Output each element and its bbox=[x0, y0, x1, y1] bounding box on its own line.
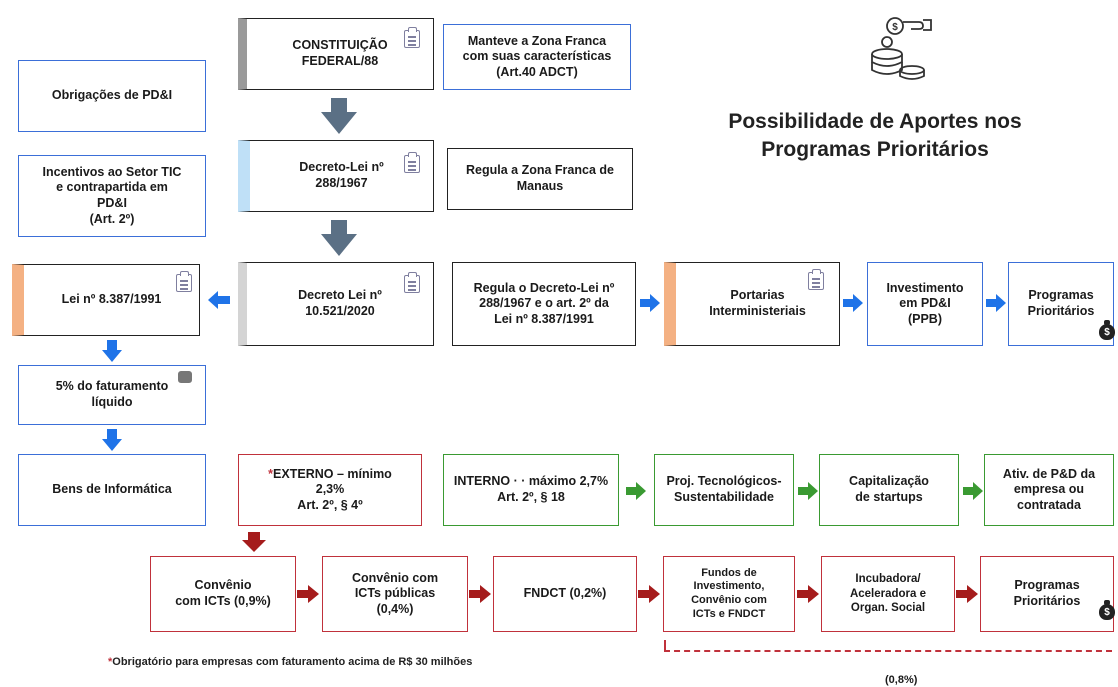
document-icon bbox=[808, 269, 824, 290]
externo-star: * bbox=[268, 466, 274, 481]
document-icon bbox=[404, 27, 420, 48]
constituicao-box: CONSTITUIÇÃO FEDERAL/88 bbox=[238, 18, 434, 90]
right-arrow bbox=[956, 585, 978, 603]
bracket-label: (0,8%) bbox=[885, 674, 918, 686]
convenio-publicas-box: Convênio com ICTs públicas (0,4%) bbox=[322, 556, 468, 632]
incentivos-box: Incentivos ao Setor TIC e contrapartida … bbox=[18, 155, 206, 237]
externo-box: *EXTERNO – mínimo 2,3% Art. 2º, § 4º bbox=[238, 454, 422, 526]
fundos-box: Fundos de Investimento, Convênio com ICT… bbox=[663, 556, 795, 632]
down-arrow bbox=[102, 429, 122, 451]
footnote: *Obrigatório para empresas com faturamen… bbox=[108, 656, 473, 668]
interno-box: INTERNO · · máximo 2,7% Art. 2º, § 18 bbox=[443, 454, 619, 526]
document-icon bbox=[404, 152, 420, 173]
left-arrow bbox=[208, 291, 230, 309]
right-arrow bbox=[843, 294, 863, 312]
right-arrow bbox=[640, 294, 660, 312]
decreto-box: Decreto Lei nº 10.521/2020 bbox=[238, 262, 434, 346]
incubadora-box: Incubadora/ Aceleradora e Organ. Social bbox=[821, 556, 955, 632]
page-title: Possibilidade de Aportes nos Programas P… bbox=[705, 108, 1045, 165]
decreto-lei-box: Decreto-Lei nº 288/1967 bbox=[238, 140, 434, 212]
right-arrow bbox=[986, 294, 1006, 312]
faturamento-box: 5% do faturamento líquido bbox=[18, 365, 206, 425]
money-bag-icon: $ bbox=[1099, 320, 1115, 340]
bracket-tick bbox=[664, 640, 666, 650]
decreto-lei-note-box: Regula a Zona Franca de Manaus bbox=[447, 148, 633, 210]
programas-red-box: Programas Prioritários bbox=[980, 556, 1114, 632]
capitalizacao-box: Capitalização de startups bbox=[819, 454, 959, 526]
lei-box: Lei nº 8.387/1991 bbox=[12, 264, 200, 336]
footnote-star: * bbox=[108, 656, 113, 668]
bens-box: Bens de Informática bbox=[18, 454, 206, 526]
right-arrow bbox=[297, 585, 319, 603]
document-icon bbox=[176, 271, 192, 292]
investimento-box: Investimento em PD&I (PPB) bbox=[867, 262, 983, 346]
down-arrow bbox=[242, 532, 266, 552]
money-bag-icon: $ bbox=[1099, 600, 1115, 620]
obrigacoes-box: Obrigações de PD&I bbox=[18, 60, 206, 132]
bracket-line bbox=[664, 650, 1112, 652]
title-line-1: Possibilidade de Aportes nos bbox=[728, 110, 1022, 133]
programas-box: Programas Prioritários bbox=[1008, 262, 1114, 346]
title-line-2: Programas Prioritários bbox=[761, 138, 989, 162]
right-arrow bbox=[469, 585, 491, 603]
proj-box: Proj. Tecnológicos- Sustentabilidade bbox=[654, 454, 794, 526]
decreto-note-box: Regula o Decreto-Lei nº 288/1967 e o art… bbox=[452, 262, 636, 346]
convenio-icts-box: Convênio com ICTs (0,9%) bbox=[150, 556, 296, 632]
constituicao-note-box: Manteve a Zona Franca com suas caracterí… bbox=[443, 24, 631, 90]
ativ-box: Ativ. de P&D da empresa ou contratada bbox=[984, 454, 1114, 526]
svg-text:$: $ bbox=[892, 22, 898, 33]
right-arrow bbox=[626, 482, 646, 500]
down-arrow bbox=[102, 340, 122, 362]
right-arrow bbox=[798, 482, 818, 500]
document-icon bbox=[404, 272, 420, 293]
hand-coins-icon: $ bbox=[871, 17, 932, 80]
down-arrow bbox=[321, 98, 357, 134]
right-arrow bbox=[797, 585, 819, 603]
right-arrow bbox=[963, 482, 983, 500]
fndct-box: FNDCT (0,2%) bbox=[493, 556, 637, 632]
coins-icon bbox=[178, 371, 192, 383]
right-arrow bbox=[638, 585, 660, 603]
down-arrow bbox=[321, 220, 357, 256]
